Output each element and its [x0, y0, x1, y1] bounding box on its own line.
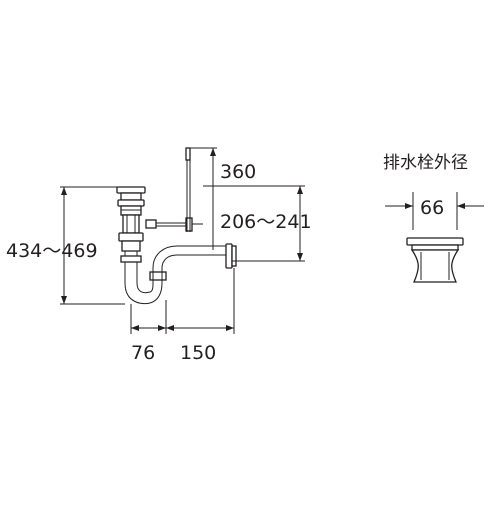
dim-rod-length: 360: [220, 161, 256, 183]
outlet-arm: [152, 243, 237, 283]
pull-rod: [185, 147, 191, 232]
dimension-lines: [60, 147, 305, 334]
tail-pipe: [120, 251, 142, 283]
detail-diameter: 66: [420, 197, 444, 219]
drain-outer-diameter-detail: 排水栓外径 66: [383, 153, 484, 283]
dim-offset-left: 76: [131, 342, 155, 364]
drain-cap: [116, 186, 146, 252]
dim-total-height: 434～469: [6, 240, 98, 262]
drain-flange: [406, 237, 464, 283]
dim-offset-right: 150: [180, 342, 216, 364]
detail-title: 排水栓外径: [383, 153, 468, 173]
u-bend: [124, 271, 167, 305]
lever-rod: [145, 217, 203, 232]
p-trap-drawing: [116, 147, 237, 305]
dim-outlet-height: 206～241: [220, 211, 312, 233]
